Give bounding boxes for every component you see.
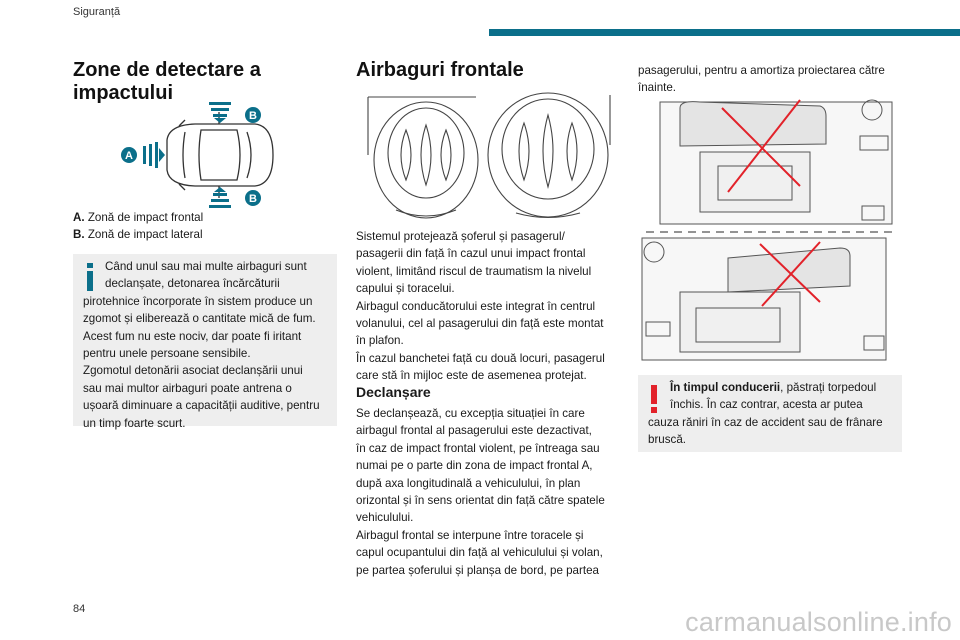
note-line: pentru unele persoane sensibile. <box>83 347 251 361</box>
text-line: Se declanșează, cu excepția situației în… <box>356 407 585 420</box>
front-airbags-figure <box>367 92 611 219</box>
impact-zones-figure: A B B <box>121 102 274 208</box>
note-line: zgomot și eliberează o cantitate mică de… <box>83 312 316 326</box>
side-impact-bottom-arrows <box>209 187 231 208</box>
continued-text: pasagerului, pentru a amortiza proiectar… <box>638 62 908 97</box>
page-number: 84 <box>73 603 86 615</box>
text-line: orizontal și în sens orientat din față c… <box>356 494 605 508</box>
text-line: volanului, cel al pasagerului din față e… <box>356 317 604 331</box>
note-line: sau mai multor airbaguri poate antrena o <box>83 381 292 395</box>
text-line: violent, limitând riscul de traumatism l… <box>356 264 592 278</box>
note-line: Acest fum nu este nociv, dar poate fi ir… <box>83 329 302 343</box>
warning-line: bruscă. <box>648 433 687 447</box>
warning-line: cauza răniri în caz de accident sau de f… <box>648 415 883 429</box>
note-line: Când unul sau mai multe airbaguri sunt <box>105 260 307 273</box>
title-line-2: impactului <box>73 82 174 104</box>
text-line: capului și toracelui. <box>356 282 455 296</box>
prohibited-cross-bottom <box>759 241 821 307</box>
front-airbags-description: Sistemul protejează șoferul și pasagerul… <box>356 228 620 385</box>
text-line: vehiculului. <box>356 511 414 525</box>
watermark: carmanualsonline.info <box>685 607 952 637</box>
text-line: în plafon. <box>356 334 404 348</box>
car-top-view <box>166 112 274 198</box>
note-line: ușoară diminuare a capacității auditive,… <box>83 399 320 413</box>
legend-text: Zonă de impact frontal <box>87 211 204 224</box>
note-line: declanșate, detonarea încărcăturii <box>105 277 280 291</box>
text-line: după axa longitudinală a vehiculului, în… <box>356 476 581 490</box>
glovebox-figure <box>641 99 898 361</box>
text-line: capul ocupantului din față al vehicululu… <box>356 546 603 560</box>
text-line: Airbagul conducătorului este integrat în… <box>356 299 596 313</box>
legend-text: Zonă de impact lateral <box>87 228 203 241</box>
warning-note-box: În timpul conducerii, păstrați torpedoul… <box>638 375 902 452</box>
note-line: Zgomotul detonării asociat declanșării u… <box>83 364 303 378</box>
warning-rest: , păstrați torpedoul <box>780 381 877 394</box>
title-line-1: Zone de detectare a <box>73 59 261 81</box>
text-line: numai pe o parte din zona de impact fron… <box>356 459 593 473</box>
label-b-bottom: B <box>249 193 257 205</box>
text-line: Airbagul frontal se interpune între tora… <box>356 528 584 542</box>
text-line: înainte. <box>638 81 677 95</box>
note-line: pirotehnice încorporate în sistem produc… <box>83 294 313 308</box>
subtitle-deployment: Declanșare <box>356 384 431 400</box>
warning-text: În timpul conducerii, păstrați torpedoul… <box>648 379 892 449</box>
label-a: A <box>125 150 133 162</box>
legend-key: A. <box>73 211 85 224</box>
legend-item-a: A. Zonă de impact frontal <box>73 211 203 224</box>
deployment-description: Se declanșează, cu excepția situației în… <box>356 405 626 579</box>
warning-exclamation-icon <box>651 385 657 413</box>
text-line: pasagerii din față în cazul unui impact … <box>356 247 586 261</box>
header-title: Siguranță <box>73 6 121 18</box>
side-impact-top-arrows <box>209 102 231 123</box>
text-line: airbagul frontal al pasagerului este dez… <box>356 424 592 438</box>
text-line: în caz de impact frontal violent, pe înt… <box>356 441 600 455</box>
label-b-top: B <box>249 110 257 122</box>
text-line: În cazul banchetei față cu două locuri, … <box>356 351 605 365</box>
prohibited-cross-top <box>721 99 801 193</box>
info-icon <box>87 263 93 291</box>
info-note-text: Când unul sau mai multe airbaguri sunt d… <box>83 258 327 432</box>
text-line: care stă în mijloc este de asemenea prot… <box>356 369 587 383</box>
text-line: Sistemul protejează șoferul și pasagerul… <box>356 230 565 243</box>
warning-line: închis. În caz contrar, acesta ar putea <box>670 398 863 412</box>
legend-item-b: B. Zonă de impact lateral <box>73 228 203 241</box>
warning-line: În timpul conducerii, păstrați torpedoul <box>648 379 892 396</box>
text-line: pasagerului, pentru a amortiza proiectar… <box>638 64 885 77</box>
info-note-box: Când unul sau mai multe airbaguri sunt d… <box>73 254 337 430</box>
header-accent-bar <box>489 29 960 36</box>
legend-key: B. <box>73 228 85 241</box>
text-line: pe partea șoferului și planșa de bord, p… <box>356 563 599 577</box>
section-title-impact-zones: Zone de detectare a impactului <box>73 59 261 105</box>
section-title-front-airbags: Airbaguri frontale <box>356 59 524 81</box>
front-impact-arrows <box>143 142 165 168</box>
warning-lead: În timpul conducerii <box>670 381 781 394</box>
note-line: un timp foarte scurt. <box>83 416 186 430</box>
